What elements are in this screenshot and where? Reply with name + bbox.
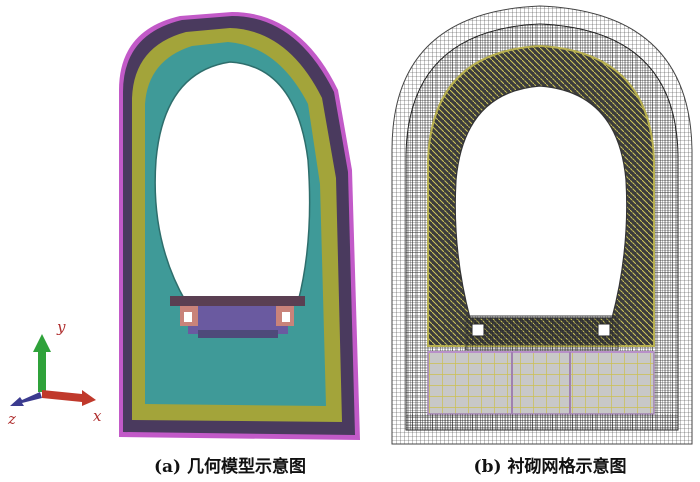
mesh-tunnel-opening: [454, 85, 628, 319]
y-axis-label: y: [56, 318, 66, 336]
z-axis-label: z: [7, 410, 16, 428]
track-slab: [170, 296, 305, 306]
z-axis-arrow: [10, 392, 42, 406]
tunnel-opening: [155, 62, 310, 302]
right-trench-void: [597, 323, 611, 337]
y-axis-arrow: [33, 334, 51, 392]
foundation-mesh: [427, 351, 655, 415]
invert-mesh: [465, 315, 619, 351]
foundation-bottom-band: [406, 414, 678, 430]
x-axis-label: x: [93, 407, 102, 425]
slab-bottom: [198, 330, 278, 338]
left-trench-slot: [184, 312, 192, 322]
geometry-model: [119, 12, 360, 440]
lining-mesh: [391, 5, 693, 445]
caption-geometry-model: (a) 几何模型示意图: [153, 457, 307, 477]
track-bed: [188, 306, 288, 334]
right-trench-slot: [282, 312, 290, 322]
opening-edge: [154, 61, 311, 303]
left-trench-void: [471, 323, 485, 337]
coordinate-triad: y z x: [7, 318, 102, 428]
x-axis-arrow: [42, 390, 96, 406]
caption-lining-mesh: (b) 衬砌网格示意图: [473, 457, 627, 477]
